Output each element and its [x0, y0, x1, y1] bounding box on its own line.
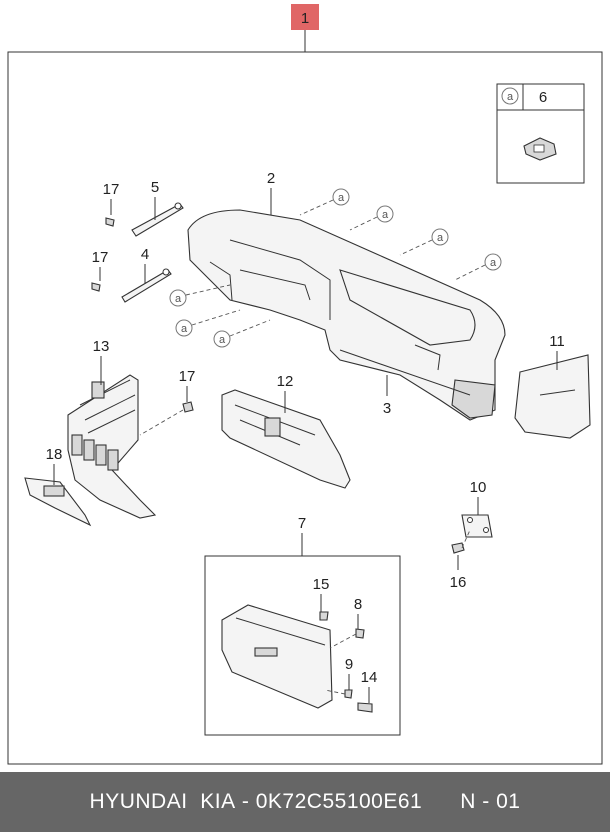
inset-part-label: 6	[539, 89, 547, 106]
callout-a-5: a	[175, 293, 182, 305]
part-label-11: 11	[549, 333, 565, 350]
part-label-8: 8	[354, 596, 362, 613]
callout-a-6: a	[181, 323, 188, 335]
part-label-17-top: 17	[103, 181, 120, 198]
footer-bar: HYUNDAI KIA - 0K72C55100E61 N - 01	[0, 772, 610, 832]
footer-spacer	[422, 790, 460, 814]
main-callout-label: 1	[301, 10, 309, 27]
part-label-2: 2	[267, 170, 275, 187]
footer-page: N - 01	[460, 790, 521, 813]
part-label-15: 15	[313, 576, 330, 593]
inset-callout-a: a	[507, 91, 514, 103]
tray-18	[24, 477, 92, 527]
part-label-10: 10	[470, 479, 487, 496]
bracket-10	[451, 514, 493, 554]
part-label-17-mid: 17	[92, 249, 109, 266]
inset-box-clip: a 6	[496, 83, 585, 184]
parts-diagram: 1 a 6 a a a a a a a	[7, 4, 603, 765]
lower-panel-13	[67, 374, 157, 519]
bracket-5	[105, 202, 184, 237]
fastener-callouts: a a a a a a a	[169, 188, 502, 348]
main-callout-box	[291, 4, 319, 30]
part-label-3: 3	[383, 400, 391, 417]
glovebox-inset	[204, 555, 401, 736]
part-label-14: 14	[361, 669, 378, 686]
callout-a-1: a	[338, 192, 345, 204]
part-label-16: 16	[450, 574, 467, 591]
callout-a-2: a	[382, 209, 389, 221]
part-label-17-right: 17	[179, 368, 196, 385]
duct-12	[221, 389, 351, 489]
footer-part-number: 0K72C55100E61	[255, 790, 423, 813]
part-label-18: 18	[46, 446, 63, 463]
callout-a-3: a	[437, 232, 444, 244]
footer-separator: -	[235, 790, 256, 813]
part-label-9: 9	[345, 656, 353, 673]
part-label-5: 5	[151, 179, 159, 196]
part-label-13: 13	[93, 338, 110, 355]
callout-a-7: a	[219, 334, 226, 346]
callout-a-4: a	[490, 257, 497, 269]
dashboard-assembly	[187, 209, 506, 421]
part-label-12: 12	[277, 373, 294, 390]
cover-11	[514, 354, 591, 439]
part-label-7: 7	[298, 515, 306, 532]
part-label-4: 4	[141, 246, 149, 263]
footer-brand: HYUNDAI KIA	[89, 790, 236, 813]
bracket-4	[91, 268, 172, 303]
